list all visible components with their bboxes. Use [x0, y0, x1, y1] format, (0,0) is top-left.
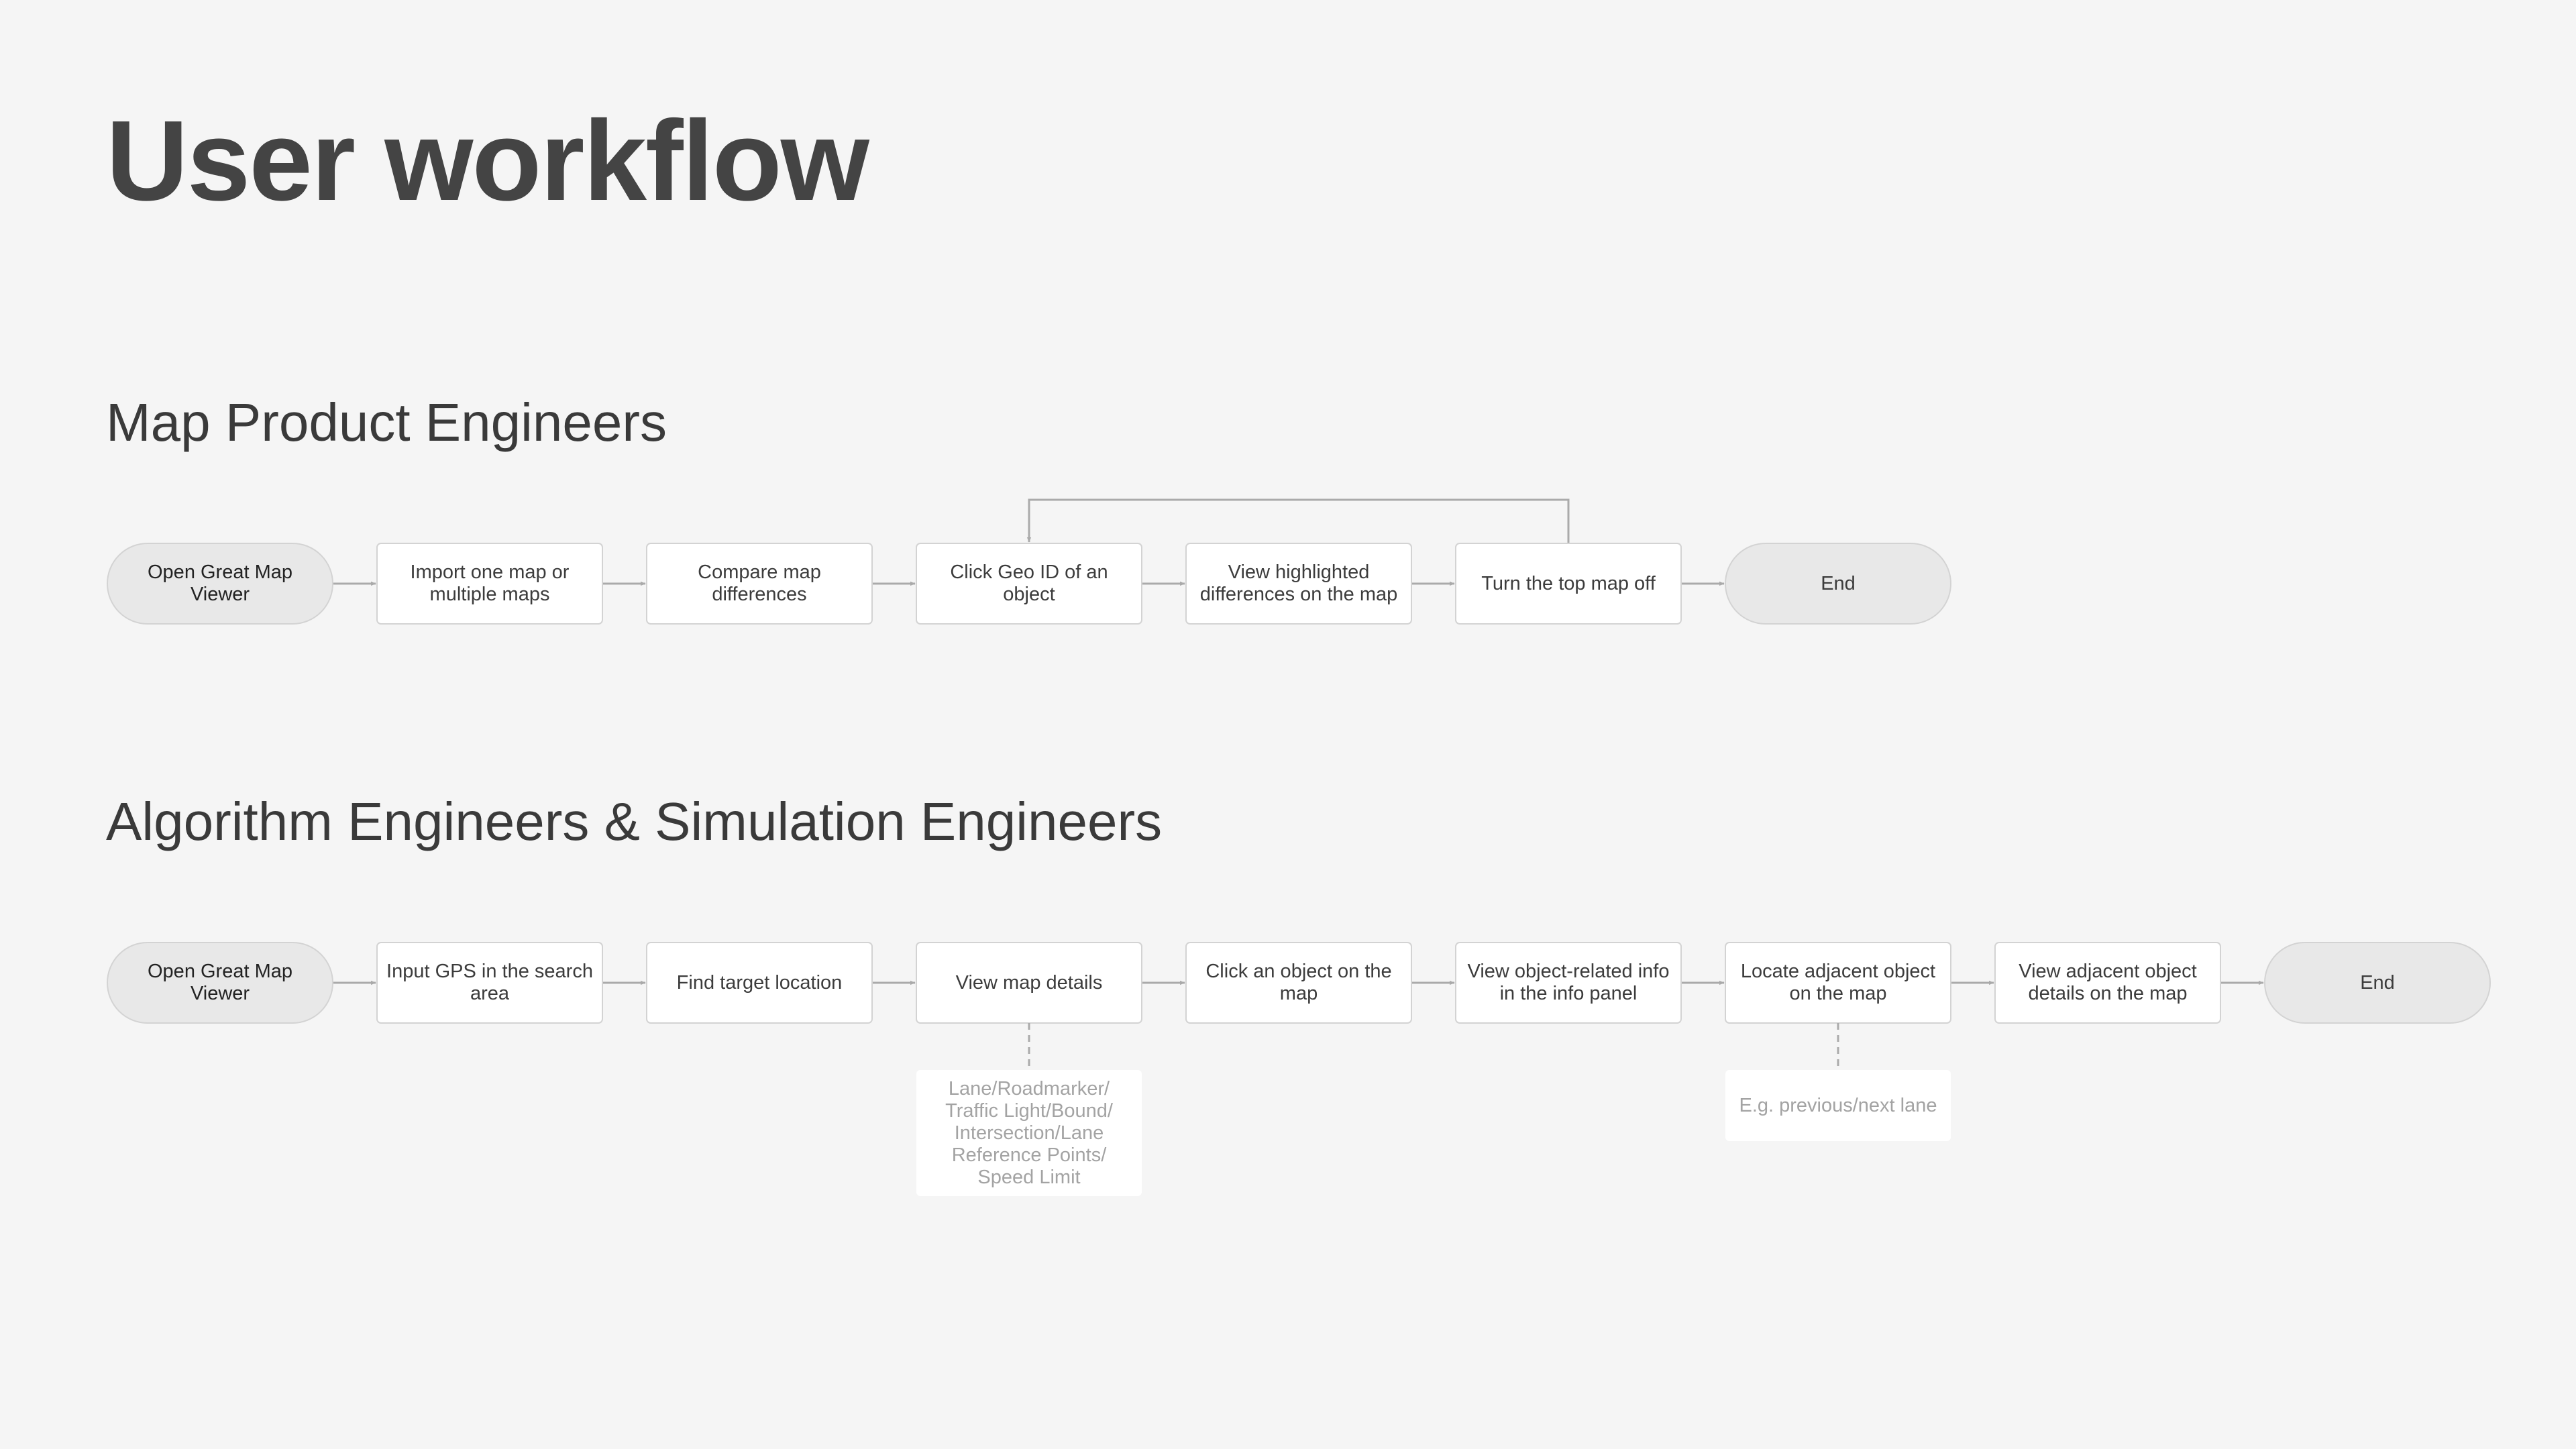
- terminal-node-end: [2264, 942, 2491, 1024]
- section-title-algorithm-simulation-engineers: Algorithm Engineers & Simulation Enginee…: [106, 792, 1163, 851]
- annotation-note-a4: [916, 1070, 1142, 1196]
- terminal-node-open-great-map-viewer: [107, 942, 333, 1024]
- process-node-click-an-object-on-the-map: [1185, 942, 1412, 1024]
- process-node-click-geo-id-of-an-object: [916, 543, 1142, 625]
- node-label-click-an-object-on-the-map: Click an object on the map: [1205, 961, 1392, 1004]
- node-label-view-highlighted-differences-on-the-map: View highlighted differences on the map: [1199, 561, 1398, 605]
- terminal-node-end: [1725, 543, 1951, 625]
- process-node-view-object-related-info-in-the-info-panel: [1455, 942, 1682, 1024]
- annotation-note-label-a4: Lane/Roadmarker/ Traffic Light/Bound/ In…: [945, 1077, 1113, 1188]
- node-label-view-map-details: View map details: [955, 971, 1103, 994]
- node-label-locate-adjacent-object-on-the-map: Locate adjacent object on the map: [1740, 961, 1936, 1004]
- annotation-note-label-a7: E.g. previous/next lane: [1739, 1094, 1937, 1116]
- process-node-turn-the-top-map-off: [1455, 543, 1682, 625]
- node-label-open-great-map-viewer: Open Great Map Viewer: [148, 961, 292, 1004]
- process-node-find-target-location: [646, 942, 873, 1024]
- annotation-note-a7: [1725, 1070, 1951, 1141]
- process-node-view-highlighted-differences-on-the-map: [1185, 543, 1412, 625]
- node-label-compare-map-differences: Compare map differences: [698, 561, 821, 605]
- node-label-turn-the-top-map-off: Turn the top map off: [1481, 572, 1656, 594]
- node-label-view-object-related-info-in-the-info-panel: View object-related info in the info pan…: [1467, 961, 1670, 1004]
- section-title-map-product-engineers: Map Product Engineers: [106, 392, 667, 452]
- node-label-view-adjacent-object-details-on-the-map: View adjacent object details on the map: [2019, 961, 2197, 1004]
- process-node-input-gps-in-the-search-area: [376, 942, 603, 1024]
- terminal-node-open-great-map-viewer: [107, 543, 333, 625]
- node-label-find-target-location: Find target location: [676, 971, 843, 994]
- node-label-input-gps-in-the-search-area: Input GPS in the search area: [386, 961, 593, 1004]
- page-title: User workflow: [106, 97, 869, 225]
- node-label-click-geo-id-of-an-object: Click Geo ID of an object: [950, 561, 1108, 605]
- process-node-compare-map-differences: [646, 543, 873, 625]
- loop-connector-p6-to-p4: [1026, 498, 1570, 543]
- node-label-end: End: [2360, 971, 2395, 994]
- process-node-import-one-map-or-multiple-maps: [376, 543, 603, 625]
- node-label-open-great-map-viewer: Open Great Map Viewer: [148, 561, 292, 605]
- node-label-import-one-map-or-multiple-maps: Import one map or multiple maps: [410, 561, 570, 605]
- process-node-view-adjacent-object-details-on-the-map: [1994, 942, 2221, 1024]
- node-label-end: End: [1821, 572, 1856, 594]
